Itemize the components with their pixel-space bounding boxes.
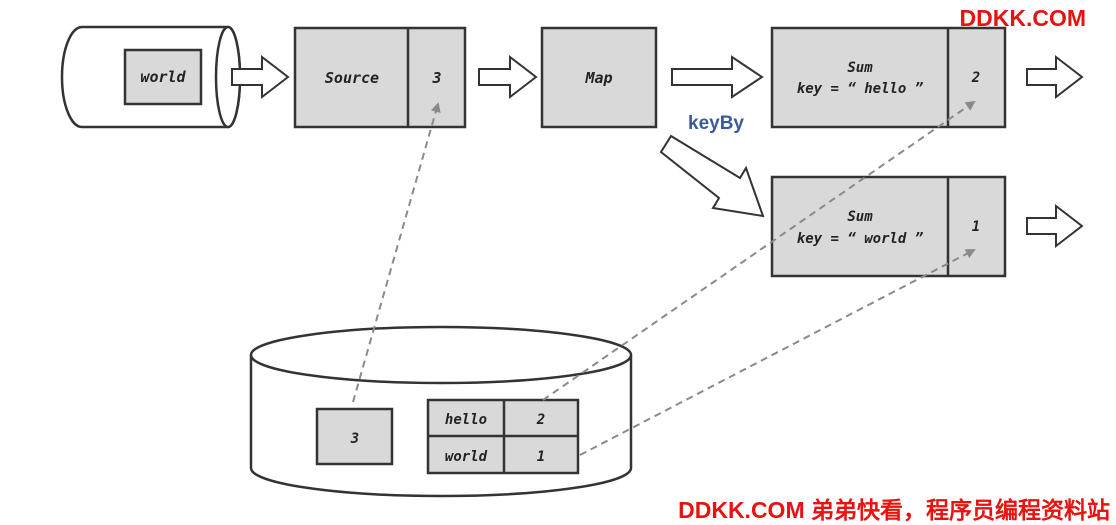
watermark-bottom: DDKK.COM 弟弟快看，程序员编程资料站 — [678, 497, 1110, 523]
snapshot-row-key: hello — [445, 412, 487, 428]
keyby-label: keyBy — [688, 113, 744, 134]
map-label: Map — [584, 69, 612, 87]
sum-hello-operator: Sum key = “ hello ” 2 — [770, 26, 1007, 129]
arrow-sum-hello-out — [1026, 54, 1084, 100]
input-record-label: world — [140, 68, 186, 86]
map-operator: Map — [540, 26, 658, 129]
source-label: Source — [325, 69, 379, 87]
watermark-top: DDKK.COM — [959, 5, 1087, 31]
arrow-source-to-map — [478, 54, 538, 100]
sum-world-title: Sum — [847, 209, 873, 225]
snapshot-row-value: 2 — [536, 412, 545, 428]
arrow-keyby — [659, 134, 765, 218]
link-hello-to-sum — [542, 100, 976, 401]
sum-world-operator: Sum key = “ world ” 1 — [770, 175, 1007, 278]
checkpoint-links — [352, 100, 976, 456]
sum-world-state: 1 — [972, 219, 980, 235]
link-world-to-sum — [579, 249, 976, 456]
snapshot-row-value: 1 — [537, 449, 545, 465]
input-record-box — [123, 48, 203, 106]
link-offset-to-source — [352, 102, 441, 403]
snapshot-storage: 3 hello 2 world 1 — [249, 325, 633, 498]
snapshot-state-table: hello 2 world 1 — [426, 398, 580, 475]
snapshot-offset: 3 — [350, 431, 359, 447]
sum-hello-state: 2 — [971, 70, 980, 86]
snapshot-row-key: world — [445, 449, 488, 465]
sum-hello-title: Sum — [847, 60, 873, 76]
sum-hello-key: key = “ hello ” — [797, 81, 924, 97]
source-state: 3 — [431, 69, 441, 87]
arrow-map-to-sum-hello — [671, 55, 764, 99]
sum-world-key: key = “ world ” — [797, 231, 924, 247]
source-operator: Source 3 — [293, 26, 467, 129]
arrow-sum-world-out — [1026, 203, 1084, 249]
snapshot-offset-box — [315, 407, 394, 466]
arrow-queue-to-source — [231, 54, 290, 100]
input-queue: world — [60, 25, 242, 129]
